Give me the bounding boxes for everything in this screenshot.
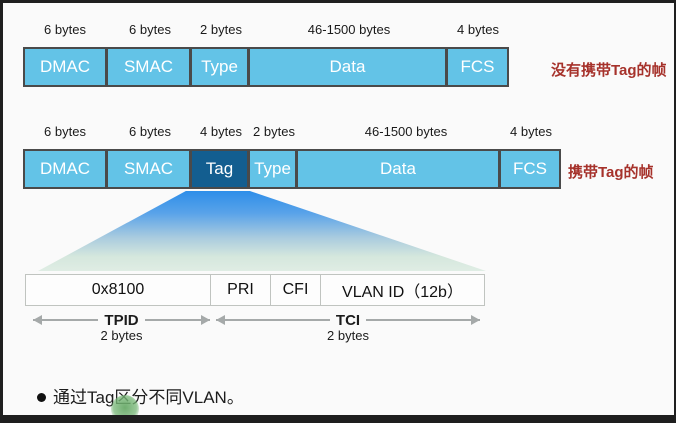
bullet-icon xyxy=(37,393,46,402)
tci-span: TCI 2 bytes xyxy=(216,311,481,343)
right-arrow-icon xyxy=(144,315,211,325)
left-arrow-icon xyxy=(216,315,330,325)
tag-detail-cfi: CFI xyxy=(271,275,321,305)
frame-field-type: Type xyxy=(250,151,298,187)
tpid-span: TPID 2 bytes xyxy=(33,311,211,343)
byte-label: 2 bytes xyxy=(200,22,242,37)
byte-label: 6 bytes xyxy=(129,124,171,139)
frame-field-tag: Tag xyxy=(192,151,250,187)
byte-label: 6 bytes xyxy=(129,22,171,37)
frame-field-smac: SMAC xyxy=(108,49,192,85)
frame-untagged: DMAC SMAC Type Data FCS xyxy=(23,47,509,87)
annotation-untagged: 没有携带Tag的帧 xyxy=(551,62,667,79)
annotation-tagged: 携带Tag的帧 xyxy=(568,164,654,181)
bottom-bar xyxy=(3,415,674,423)
tag-detail-tpid-value: 0x8100 xyxy=(26,275,211,305)
frame-field-fcs: FCS xyxy=(501,151,559,187)
frame-field-dmac: DMAC xyxy=(25,49,108,85)
byte-label: 4 bytes xyxy=(510,124,552,139)
frame-field-smac: SMAC xyxy=(108,151,192,187)
byte-label: 4 bytes xyxy=(457,22,499,37)
tci-label: TCI xyxy=(335,311,361,329)
frame-field-fcs: FCS xyxy=(448,49,507,85)
tag-detail-vlan-id: VLAN ID（12b） xyxy=(342,284,463,301)
left-arrow-icon xyxy=(33,315,99,325)
right-arrow-icon xyxy=(366,315,481,325)
frame-field-dmac: DMAC xyxy=(25,151,108,187)
tag-detail-table: 0x8100 PRI CFI VLAN ID（12b） xyxy=(25,274,485,306)
byte-label: 46-1500 bytes xyxy=(364,124,448,139)
tpid-label: TPID xyxy=(104,311,139,329)
tci-bytes: 2 bytes xyxy=(327,328,369,343)
frame-field-data: Data xyxy=(250,49,448,85)
byte-label: 46-1500 bytes xyxy=(307,22,391,37)
frame-field-data: Data xyxy=(298,151,501,187)
frame-tagged: DMAC SMAC Tag Type Data FCS xyxy=(23,149,561,189)
tpid-bytes: 2 bytes xyxy=(100,328,143,343)
byte-label: 2 bytes xyxy=(253,124,295,139)
bullet-text: 通过Tag区分不同VLAN。 xyxy=(53,388,244,407)
tag-detail-pri: PRI xyxy=(211,275,271,305)
tag-expansion-funnel xyxy=(38,191,486,271)
frame-field-type: Type xyxy=(192,49,250,85)
byte-label: 6 bytes xyxy=(44,22,86,37)
byte-label: 6 bytes xyxy=(44,124,86,139)
byte-label: 4 bytes xyxy=(200,124,242,139)
